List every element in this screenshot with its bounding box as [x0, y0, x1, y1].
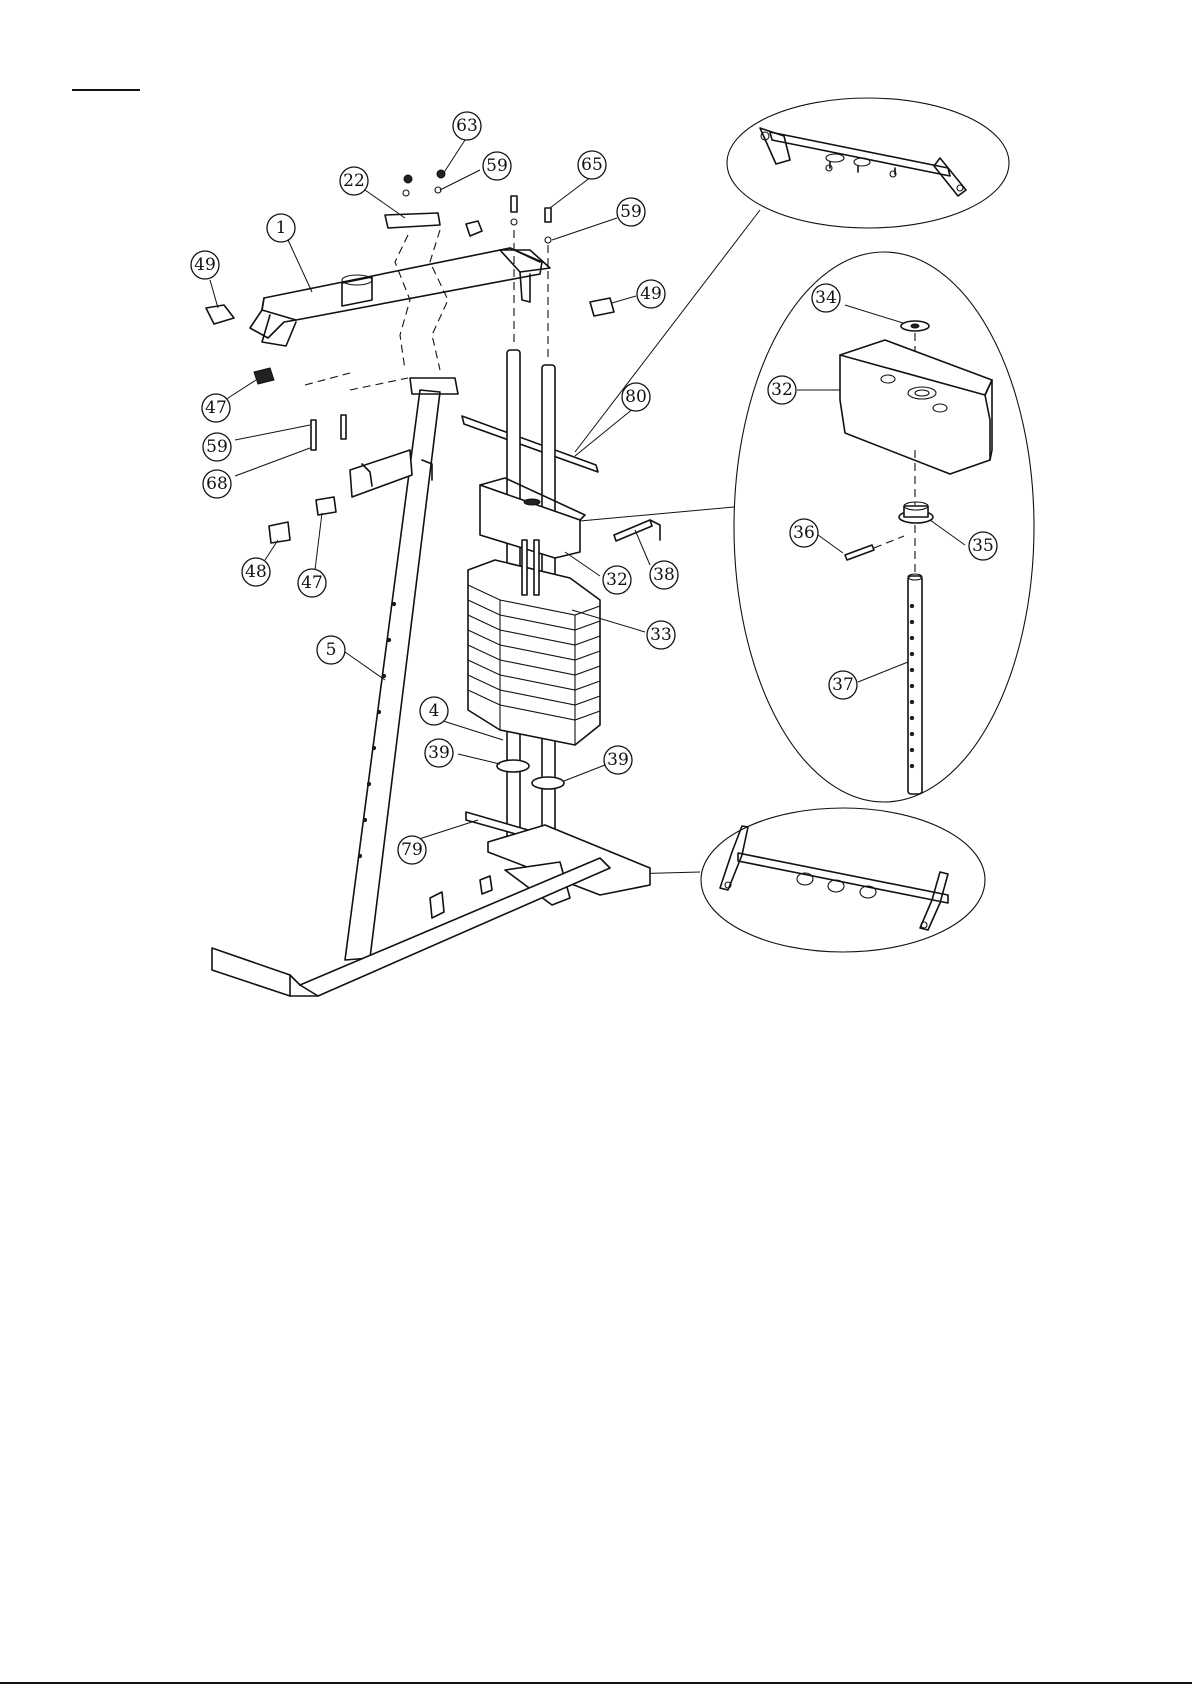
callout-47-b-label: 47	[301, 573, 323, 593]
callout-59-c: 59	[203, 433, 231, 461]
main-frame-drawing	[206, 170, 660, 996]
callout-65-label: 65	[581, 155, 603, 175]
callout-59-c-label: 59	[206, 437, 228, 457]
callout-48-label: 48	[245, 562, 267, 582]
callout-36: 36	[790, 519, 818, 547]
callout-68: 68	[203, 470, 231, 498]
callout-65: 65	[578, 151, 606, 179]
callout-32-main-label: 32	[606, 570, 628, 590]
callout-59-b: 59	[617, 198, 645, 226]
callout-63-label: 63	[456, 116, 478, 136]
callout-68-label: 68	[206, 474, 228, 494]
callout-37: 37	[829, 671, 857, 699]
callout-59-b-label: 59	[620, 202, 642, 222]
callout-39-b: 39	[604, 746, 632, 774]
callout-33-label: 33	[650, 625, 672, 645]
callout-4-label: 4	[429, 701, 440, 721]
callout-39-a-label: 39	[428, 743, 450, 763]
callout-22-label: 22	[343, 171, 365, 191]
callout-1: 1	[267, 214, 295, 242]
callout-63: 63	[453, 112, 481, 140]
callout-35-label: 35	[972, 536, 994, 556]
callout-79: 79	[398, 836, 426, 864]
callout-49-b: 49	[637, 280, 665, 308]
callout-5: 5	[317, 636, 345, 664]
callout-35: 35	[969, 532, 997, 560]
callout-47-a: 47	[202, 394, 230, 422]
callout-39-a: 39	[425, 739, 453, 767]
callout-5-label: 5	[326, 640, 337, 660]
callout-80-label: 80	[625, 387, 647, 407]
callout-22: 22	[340, 167, 368, 195]
callout-59-a-label: 59	[486, 156, 508, 176]
callout-36-label: 36	[793, 523, 815, 543]
callout-39-b-label: 39	[607, 750, 629, 770]
callout-34: 34	[812, 284, 840, 312]
callout-38: 38	[650, 561, 678, 589]
callout-47-a-label: 47	[205, 398, 227, 418]
callout-59-a: 59	[483, 152, 511, 180]
callout-47-b: 47	[298, 569, 326, 597]
callout-79-label: 79	[401, 840, 423, 860]
callout-32-main: 32	[603, 566, 631, 594]
callout-49-a: 49	[191, 251, 219, 279]
callout-1-label: 1	[276, 218, 287, 238]
callout-48: 48	[242, 558, 270, 586]
callout-38-label: 38	[653, 565, 675, 585]
callout-49-b-label: 49	[640, 284, 662, 304]
callouts: 63 59 65 22 59 1 49 49 47 80 59 68 32 38…	[191, 112, 997, 864]
callout-32-detail-label: 32	[771, 380, 793, 400]
callout-33: 33	[647, 621, 675, 649]
callout-4: 4	[420, 697, 448, 725]
callout-49-a-label: 49	[194, 255, 216, 275]
callout-80: 80	[622, 383, 650, 411]
callout-34-label: 34	[815, 288, 837, 308]
callout-32-detail: 32	[768, 376, 796, 404]
callout-37-label: 37	[832, 675, 854, 695]
